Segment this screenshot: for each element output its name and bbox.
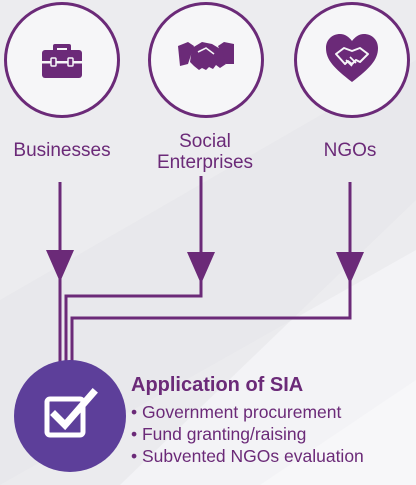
businesses-label: Businesses <box>13 140 111 161</box>
list-item: • Subvented NGOs evaluation <box>131 446 364 466</box>
connector-lines <box>58 176 352 370</box>
ngos-circle <box>294 2 410 118</box>
heart-handshake-icon <box>324 32 380 89</box>
businesses-arrow <box>46 250 74 282</box>
social-enterprises-circle <box>148 2 264 118</box>
briefcase-icon <box>38 34 86 87</box>
handshake-icon <box>176 34 236 87</box>
application-title: Application of SIA <box>131 374 304 396</box>
application-list: • Government procurement • Fund granting… <box>131 401 364 467</box>
list-item: • Government procurement <box>131 402 342 422</box>
social-enterprises-arrow <box>187 252 215 284</box>
businesses-circle <box>4 2 120 118</box>
social-enterprises-label: Social Enterprises <box>156 131 254 173</box>
arrowheads <box>46 250 364 284</box>
application-badge <box>14 360 126 472</box>
list-item: • Fund granting/raising <box>131 424 307 444</box>
ngos-arrow <box>336 252 364 284</box>
checkbox-icon <box>41 385 99 448</box>
ngos-label: NGOs <box>323 140 377 161</box>
